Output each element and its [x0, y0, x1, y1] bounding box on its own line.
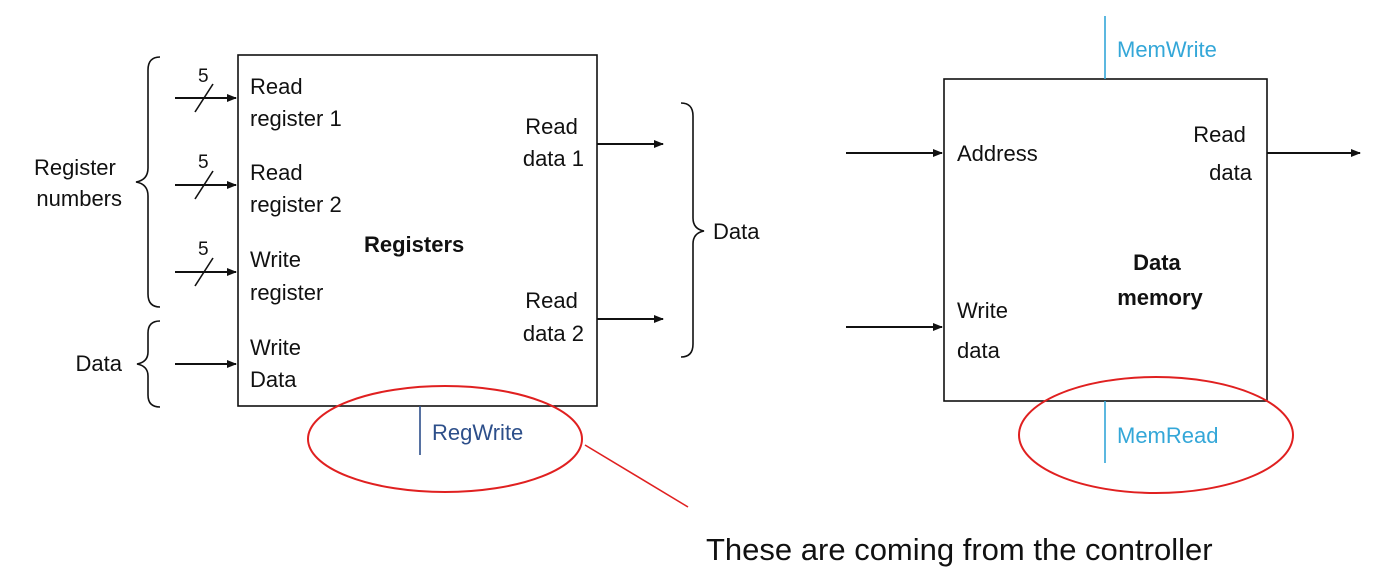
bus-slash-2	[194, 170, 214, 200]
write-register-line-1: Write	[250, 247, 301, 272]
right-data-label: Data	[713, 219, 760, 244]
register-numbers-label: Register numbers	[34, 155, 122, 211]
data-memory-box	[943, 78, 1268, 402]
data-memory-title-line-1: Data	[1133, 250, 1181, 275]
read-data-1-line-2: data 1	[523, 146, 584, 171]
read-data-brace	[680, 102, 705, 358]
memory-write-data-label: Write data	[957, 298, 1014, 363]
read-register-1-line-2: register 1	[250, 106, 342, 131]
write-register-label: Write register	[250, 247, 323, 305]
read-register-2-label: Read register 2	[250, 160, 342, 217]
write-data-brace	[136, 320, 161, 408]
register-numbers-brace	[135, 56, 161, 308]
data-memory-title: Data memory	[1117, 250, 1203, 310]
read-data-1-line-1: Read	[525, 114, 578, 139]
read-data-2-line-1: Read	[525, 288, 578, 313]
bus-width-label-3: 5	[198, 239, 209, 260]
register-file: Registers 5 5 5 Read register 1 Read reg…	[175, 54, 664, 455]
read-data-1-label: Read data 1	[523, 114, 584, 171]
regwrite-label: RegWrite	[432, 420, 523, 445]
bus-width-label-1: 5	[198, 66, 209, 87]
memwrite-label: MemWrite	[1117, 37, 1217, 62]
register-numbers-line-2: numbers	[36, 186, 122, 211]
memory-read-data-line-2: data	[1209, 160, 1253, 185]
read-register-2-line-1: Read	[250, 160, 303, 185]
read-register-1-line-1: Read	[250, 74, 303, 99]
write-data-line-1: Write	[250, 335, 301, 360]
address-label: Address	[957, 141, 1038, 166]
memread-label: MemRead	[1117, 423, 1218, 448]
left-data-label: Data	[76, 351, 123, 376]
regwrite-highlight-ellipse	[307, 385, 583, 493]
write-register-line-2: register	[250, 280, 323, 305]
memory-write-data-line-1: Write	[957, 298, 1008, 323]
write-data-label: Write Data	[250, 335, 307, 392]
read-data-2-label: Read data 2	[523, 288, 584, 346]
controller-note: These are coming from the controller	[706, 532, 1213, 567]
write-data-line-2: Data	[250, 367, 297, 392]
memread-highlight-ellipse	[1018, 376, 1294, 494]
bus-slash-1	[194, 83, 214, 113]
read-register-1-label: Read register 1	[250, 74, 342, 131]
annotation-pointer-line	[584, 444, 689, 508]
register-numbers-line-1: Register	[34, 155, 116, 180]
register-file-box	[237, 54, 598, 407]
data-memory: Data memory Address Write data Read data…	[846, 16, 1361, 463]
memory-write-data-line-2: data	[957, 338, 1001, 363]
controller-annotation: These are coming from the controller	[307, 376, 1294, 567]
register-file-title: Registers	[364, 232, 464, 257]
bus-slash-3	[194, 257, 214, 287]
data-memory-title-line-2: memory	[1117, 285, 1203, 310]
read-data-2-line-2: data 2	[523, 321, 584, 346]
memory-read-data-line-1: Read	[1193, 122, 1246, 147]
memory-read-data-label: Read data	[1193, 122, 1252, 185]
left-groups: Register numbers Data	[34, 56, 161, 408]
bus-width-label-2: 5	[198, 152, 209, 173]
right-group: Data	[680, 102, 760, 358]
read-register-2-line-2: register 2	[250, 192, 342, 217]
